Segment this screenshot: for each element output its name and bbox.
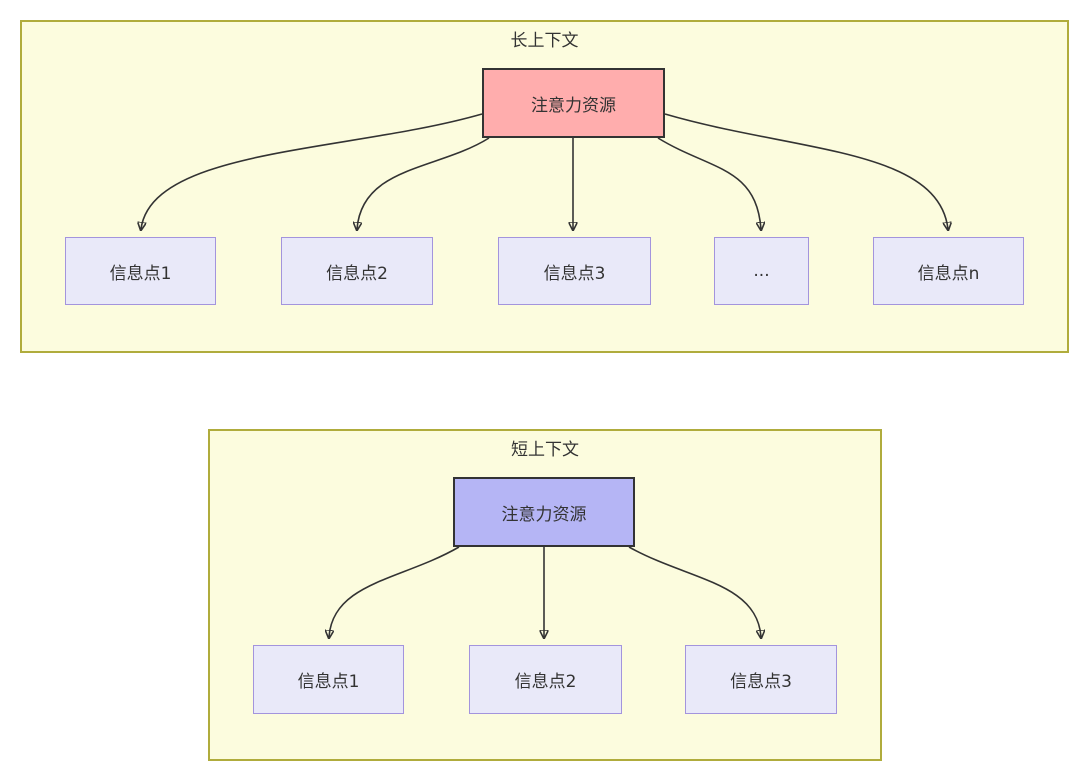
node-info-point-3-short: 信息点3 bbox=[685, 645, 837, 714]
node-info-point-3-long: 信息点3 bbox=[498, 237, 651, 305]
node-info-point-2-long: 信息点2 bbox=[281, 237, 433, 305]
node-attention-resource-short: 注意力资源 bbox=[453, 477, 635, 547]
node-info-point-1-short: 信息点1 bbox=[253, 645, 404, 714]
node-info-point-n-long: 信息点n bbox=[873, 237, 1024, 305]
panel-title-short-context: 短上下文 bbox=[511, 440, 579, 460]
node-info-point-1-long: 信息点1 bbox=[65, 237, 216, 305]
node-attention-resource-long: 注意力资源 bbox=[482, 68, 665, 138]
node-info-point-2-short: 信息点2 bbox=[469, 645, 622, 714]
panel-title-long-context: 长上下文 bbox=[510, 31, 579, 51]
node-info-point-ellipsis-long: ... bbox=[714, 237, 809, 305]
